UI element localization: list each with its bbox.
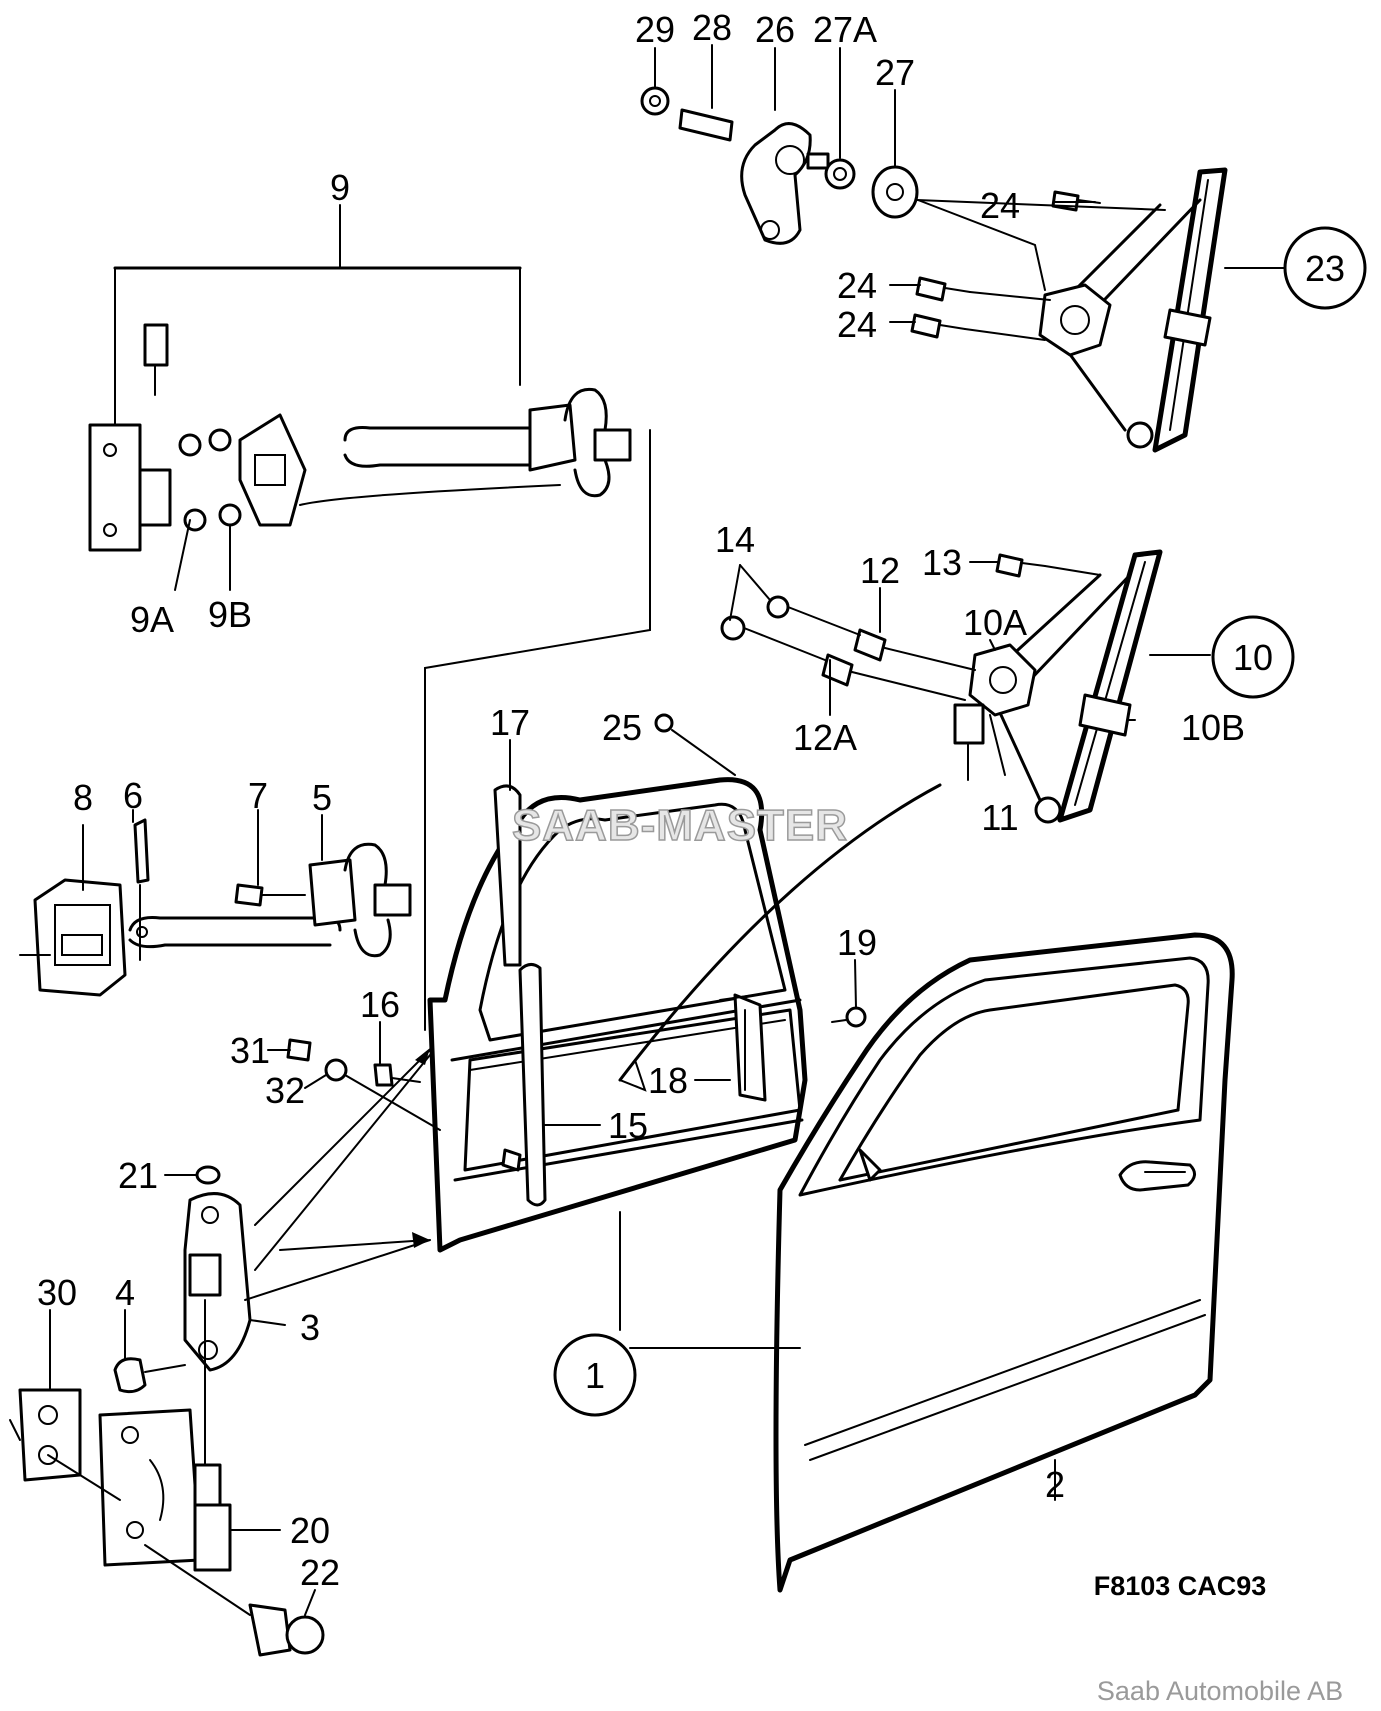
callout-14: 14: [715, 519, 755, 560]
callout-18: 18: [648, 1060, 688, 1101]
callout-12A: 12A: [793, 717, 857, 758]
leader-lines: [49, 44, 1286, 1616]
callout-labels: 29 28 26 27A 27 24 24 24 23 9 9A 9B 14 1…: [37, 7, 1367, 1593]
callout-27A: 27A: [813, 9, 877, 50]
window-regulator-top: [640, 86, 1228, 453]
callout-5: 5: [312, 777, 332, 818]
window-regulator-middle: [720, 549, 1163, 824]
callout-20: 20: [290, 1510, 330, 1551]
callout-21: 21: [118, 1155, 158, 1196]
copyright-credit: Saab Automobile AB: [1097, 1676, 1343, 1706]
callout-22: 22: [300, 1552, 340, 1593]
callout-23: 23: [1305, 248, 1345, 289]
callout-31: 31: [230, 1030, 270, 1071]
callout-6: 6: [123, 775, 143, 816]
callout-24-top: 24: [980, 185, 1020, 226]
door-check-strap: [19, 818, 412, 997]
callout-27: 27: [875, 52, 915, 93]
callout-29: 29: [635, 9, 675, 50]
callout-30: 30: [37, 1272, 77, 1313]
figure-code: F8103 CAC93: [1094, 1571, 1267, 1601]
callout-23-circle: [1283, 226, 1367, 310]
callout-4: 4: [115, 1272, 135, 1313]
callout-10B: 10B: [1181, 707, 1245, 748]
watermark: SAAB-MASTER: [512, 801, 848, 850]
callout-25: 25: [602, 707, 642, 748]
door-shell-inner: [286, 713, 942, 1253]
callout-24-low: 24: [837, 304, 877, 345]
callout-9B: 9B: [208, 594, 252, 635]
callout-24-mid: 24: [837, 265, 877, 306]
callout-12: 12: [860, 550, 900, 591]
callout-9: 9: [330, 167, 350, 208]
door-hinge-check-upper: [88, 249, 651, 1031]
callout-19: 19: [837, 922, 877, 963]
callout-9A: 9A: [130, 599, 174, 640]
door-hinge-lower: [9, 1048, 431, 1657]
callout-26: 26: [755, 9, 795, 50]
callout-3: 3: [300, 1307, 320, 1348]
callout-1: 1: [585, 1355, 605, 1396]
door-outer-skin: [773, 932, 1235, 1593]
callout-16: 16: [360, 984, 400, 1025]
callout-17: 17: [490, 702, 530, 743]
callout-10-circle: [1211, 615, 1295, 699]
callout-1-circle: [553, 1333, 637, 1417]
callout-10A: 10A: [963, 602, 1027, 643]
callout-15: 15: [608, 1105, 648, 1146]
callout-28: 28: [692, 7, 732, 48]
callout-10: 10: [1233, 637, 1273, 678]
callout-8: 8: [73, 777, 93, 818]
callout-13: 13: [922, 542, 962, 583]
callout-2: 2: [1045, 1464, 1065, 1505]
callout-11: 11: [981, 797, 1018, 838]
callout-7: 7: [248, 775, 268, 816]
callout-32: 32: [265, 1070, 305, 1111]
